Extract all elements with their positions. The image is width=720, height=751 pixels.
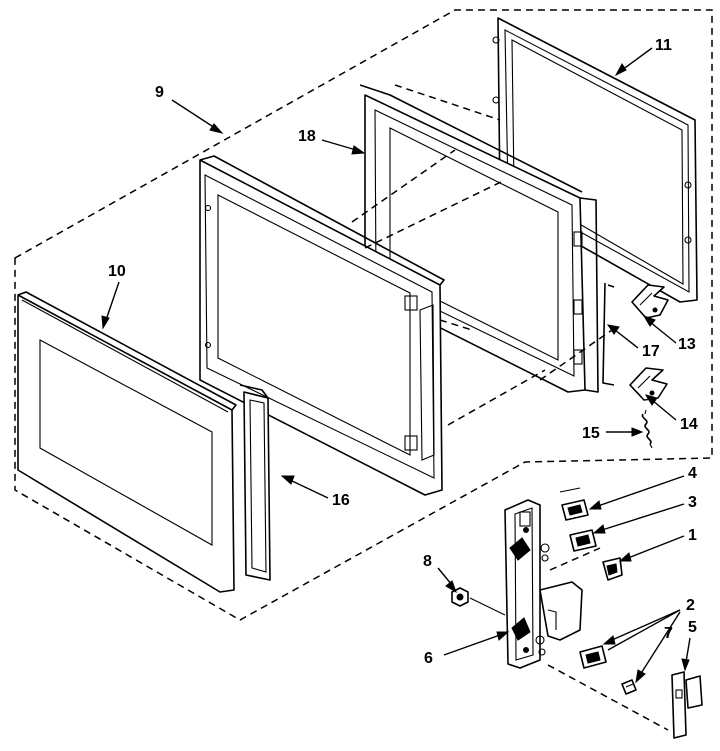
- alignment-lines: [351, 84, 613, 426]
- callout-8: 8: [423, 553, 432, 570]
- callout-3: 3: [688, 494, 697, 511]
- callout-5: 5: [688, 619, 697, 636]
- callout-16: 16: [332, 492, 350, 509]
- callout-18: 18: [298, 128, 316, 145]
- part-2-switch: [579, 645, 607, 669]
- part-7-screw: [621, 679, 637, 695]
- part-1-actuator: [602, 557, 623, 581]
- callout-7: 7: [664, 625, 673, 642]
- callout-2: 2: [686, 597, 695, 614]
- part-17-rod: [602, 282, 615, 386]
- callout-13: 13: [678, 336, 696, 353]
- part-5-bracket: [671, 671, 703, 739]
- callout-1: 1: [688, 527, 697, 544]
- part-15-spring: [641, 409, 653, 449]
- callout-10: 10: [108, 263, 126, 280]
- part-6-latch-bracket: [504, 499, 583, 669]
- callout-15: 15: [582, 425, 600, 442]
- callout-14: 14: [680, 416, 698, 433]
- part-3-switch: [569, 529, 597, 552]
- part-16-side-strip: [239, 384, 271, 581]
- part-14-lower-hook: [629, 367, 668, 401]
- callout-labels: 9 10 11 18 13 17 14 15 16 4 3 1 8 2 7 6 …: [108, 37, 698, 667]
- part-10-door-front: [17, 291, 237, 593]
- callout-6: 6: [424, 650, 433, 667]
- door-glass-panel: [199, 155, 445, 496]
- part-4-switch: [559, 487, 589, 521]
- callout-11: 11: [655, 37, 672, 54]
- leader-lines: [101, 47, 691, 684]
- callout-17: 17: [642, 343, 660, 360]
- callout-9: 9: [155, 84, 164, 101]
- latch-alignment-lines: [469, 547, 669, 731]
- callout-4: 4: [688, 465, 697, 482]
